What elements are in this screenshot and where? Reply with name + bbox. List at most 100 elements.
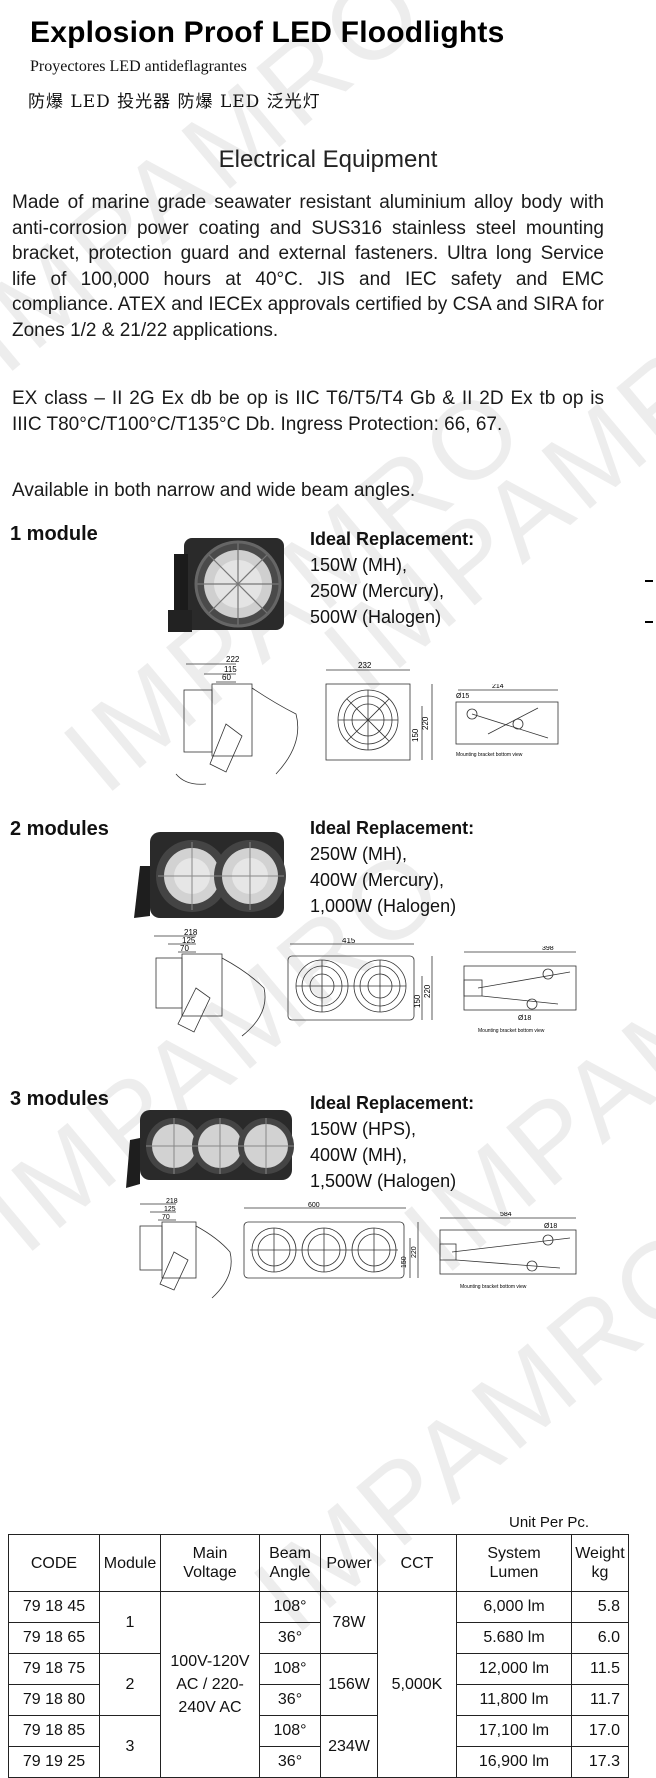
replacement-item: 1,000W (Halogen) bbox=[310, 896, 457, 916]
cell-power: 234W bbox=[320, 1715, 378, 1778]
subtitle-chinese: 防爆 LED 投光器 防爆 LED 泛光灯 bbox=[28, 92, 321, 112]
cell-power: 156W bbox=[320, 1653, 378, 1716]
replacement-item: 150W (HPS), bbox=[310, 1119, 417, 1139]
table-header-row: CODE Module Main Voltage Beam Angle Powe… bbox=[8, 1534, 629, 1592]
col-code: CODE bbox=[8, 1534, 100, 1592]
dim-side-c: 70 bbox=[162, 1214, 170, 1221]
section-heading: Electrical Equipment bbox=[218, 146, 438, 173]
beam-angle-paragraph: Available in both narrow and wide beam a… bbox=[12, 480, 416, 501]
cell-weight: 11.5 bbox=[571, 1653, 629, 1685]
bracket-note: Mounting bracket bottom view bbox=[460, 1284, 527, 1290]
col-weight: Weight kg bbox=[571, 1534, 629, 1592]
cell-weight: 5.8 bbox=[571, 1591, 629, 1623]
col-power: Power bbox=[320, 1534, 378, 1592]
cell-code: 79 18 65 bbox=[8, 1622, 100, 1654]
dim-bracket-hole: Ø15 bbox=[456, 693, 469, 700]
col-cct: CCT bbox=[377, 1534, 457, 1592]
dim-front-h2: 220 bbox=[421, 716, 430, 730]
description-paragraph: Made of marine grade seawater resistant … bbox=[12, 192, 604, 341]
replacement-item: 250W (Mercury), bbox=[310, 581, 445, 601]
floodlight-2-module-photo bbox=[134, 832, 286, 918]
dim-side-c: 70 bbox=[180, 944, 189, 953]
module-1-front-view-drawing: 232 150 220 bbox=[325, 662, 433, 761]
col-voltage: Main Voltage bbox=[160, 1534, 260, 1592]
margin-mark bbox=[645, 621, 653, 623]
cell-weight: 17.0 bbox=[571, 1715, 629, 1747]
cell-module: 2 bbox=[99, 1653, 161, 1716]
replacement-item: 500W (Halogen) bbox=[310, 607, 442, 627]
dim-bracket-hole: Ø18 bbox=[518, 1015, 531, 1022]
dim-bracket-hole: Ø18 bbox=[544, 1223, 557, 1230]
replacement-item: 250W (MH), bbox=[310, 844, 408, 864]
dim-front-width: 600 bbox=[308, 1202, 320, 1209]
cell-beam: 36° bbox=[259, 1622, 321, 1654]
unit-note: Unit Per Pc. bbox=[509, 1514, 590, 1531]
cell-lumen: 12,000 lm bbox=[456, 1653, 572, 1685]
dim-front-h2: 220 bbox=[423, 984, 432, 998]
replacement-item: 400W (Mercury), bbox=[310, 870, 445, 890]
replacement-item: 400W (MH), bbox=[310, 1145, 408, 1165]
dim-bracket-width: 398 bbox=[542, 946, 554, 952]
spec-table: CODE Module Main Voltage Beam Angle Powe… bbox=[8, 1534, 629, 1778]
cell-module: 3 bbox=[99, 1715, 161, 1778]
cell-code: 79 18 80 bbox=[8, 1684, 100, 1716]
dim-side-a: 218 bbox=[166, 1198, 178, 1205]
module-3-bracket-view-drawing: 584 Ø18 Mounting bracket bottom view bbox=[439, 1212, 577, 1290]
dim-bracket-width: 214 bbox=[492, 684, 504, 690]
module-2-label: 2 modules bbox=[10, 818, 109, 840]
cell-beam: 36° bbox=[259, 1746, 321, 1778]
table-row: 79 18 45 1 100V-120V AC / 220-240V AC 10… bbox=[8, 1591, 629, 1778]
cell-beam: 108° bbox=[259, 1715, 321, 1747]
module-3-label: 3 modules bbox=[10, 1088, 109, 1110]
dim-side-a: 222 bbox=[226, 655, 240, 664]
subtitle-spanish: Proyectores LED antideflagrantes bbox=[30, 58, 247, 75]
cell-lumen: 16,900 lm bbox=[456, 1746, 572, 1778]
dim-side-b: 125 bbox=[164, 1206, 176, 1213]
ideal-replacement-heading: Ideal Replacement: bbox=[310, 1093, 475, 1113]
col-module: Module bbox=[99, 1534, 161, 1592]
floodlight-3-module-photo bbox=[126, 1110, 294, 1188]
dim-front-width: 415 bbox=[342, 938, 356, 945]
module-2-side-view-drawing: 218 125 70 bbox=[154, 928, 266, 1037]
dim-front-width: 232 bbox=[358, 662, 372, 670]
cell-code: 79 18 75 bbox=[8, 1653, 100, 1685]
module-1-replacement: Ideal Replacement: 150W (MH), 250W (Merc… bbox=[310, 526, 474, 630]
dim-front-h2: 220 bbox=[411, 1246, 418, 1258]
bracket-note: Mounting bracket bottom view bbox=[478, 1028, 545, 1034]
cell-weight: 11.7 bbox=[571, 1684, 629, 1716]
cell-lumen: 11,800 lm bbox=[456, 1684, 572, 1716]
module-3-front-view-drawing: 600 150 220 bbox=[243, 1202, 419, 1279]
module-1-bracket-view-drawing: 214 Ø15 Mounting bracket bottom view bbox=[455, 684, 559, 758]
module-2-bracket-view-drawing: 398 Ø18 Mounting bracket bottom view bbox=[463, 946, 577, 1034]
cell-beam: 36° bbox=[259, 1684, 321, 1716]
replacement-item: 1,500W (Halogen) bbox=[310, 1171, 457, 1191]
col-beam: Beam Angle bbox=[259, 1534, 321, 1592]
dim-side-b: 115 bbox=[224, 665, 237, 674]
replacement-item: 150W (MH), bbox=[310, 555, 408, 575]
cell-power: 78W bbox=[320, 1591, 378, 1654]
margin-mark bbox=[645, 580, 653, 582]
cell-module: 1 bbox=[99, 1591, 161, 1654]
cell-code: 79 19 25 bbox=[8, 1746, 100, 1778]
cell-weight: 17.3 bbox=[571, 1746, 629, 1778]
dim-side-b: 125 bbox=[182, 936, 196, 945]
floodlight-1-module-photo bbox=[168, 538, 284, 632]
table-row: 79 18 75 2 108° 156W 12,000 lm 11.5 bbox=[8, 1653, 629, 1716]
ideal-replacement-heading: Ideal Replacement: bbox=[310, 529, 475, 549]
table-row: 79 18 85 3 108° 234W 17,100 lm 17.0 bbox=[8, 1715, 629, 1778]
dim-front-h1: 150 bbox=[401, 1256, 408, 1268]
module-3-replacement: Ideal Replacement: 150W (HPS), 400W (MH)… bbox=[310, 1090, 474, 1194]
col-lumen: System Lumen bbox=[456, 1534, 572, 1592]
dim-side-c: 60 bbox=[222, 673, 231, 682]
cell-code: 79 18 45 bbox=[8, 1591, 100, 1623]
cell-lumen: 5.680 lm bbox=[456, 1622, 572, 1654]
cell-weight: 6.0 bbox=[571, 1622, 629, 1654]
module-1-label: 1 module bbox=[10, 523, 98, 545]
dim-front-h1: 150 bbox=[413, 994, 422, 1008]
cell-voltage: 100V-120V AC / 220-240V AC bbox=[160, 1591, 260, 1778]
module-2-replacement: Ideal Replacement: 250W (MH), 400W (Merc… bbox=[310, 815, 474, 919]
ideal-replacement-heading: Ideal Replacement: bbox=[310, 818, 475, 838]
cell-code: 79 18 85 bbox=[8, 1715, 100, 1747]
dim-bracket-width: 584 bbox=[500, 1212, 512, 1218]
dim-front-h1: 150 bbox=[411, 728, 420, 742]
